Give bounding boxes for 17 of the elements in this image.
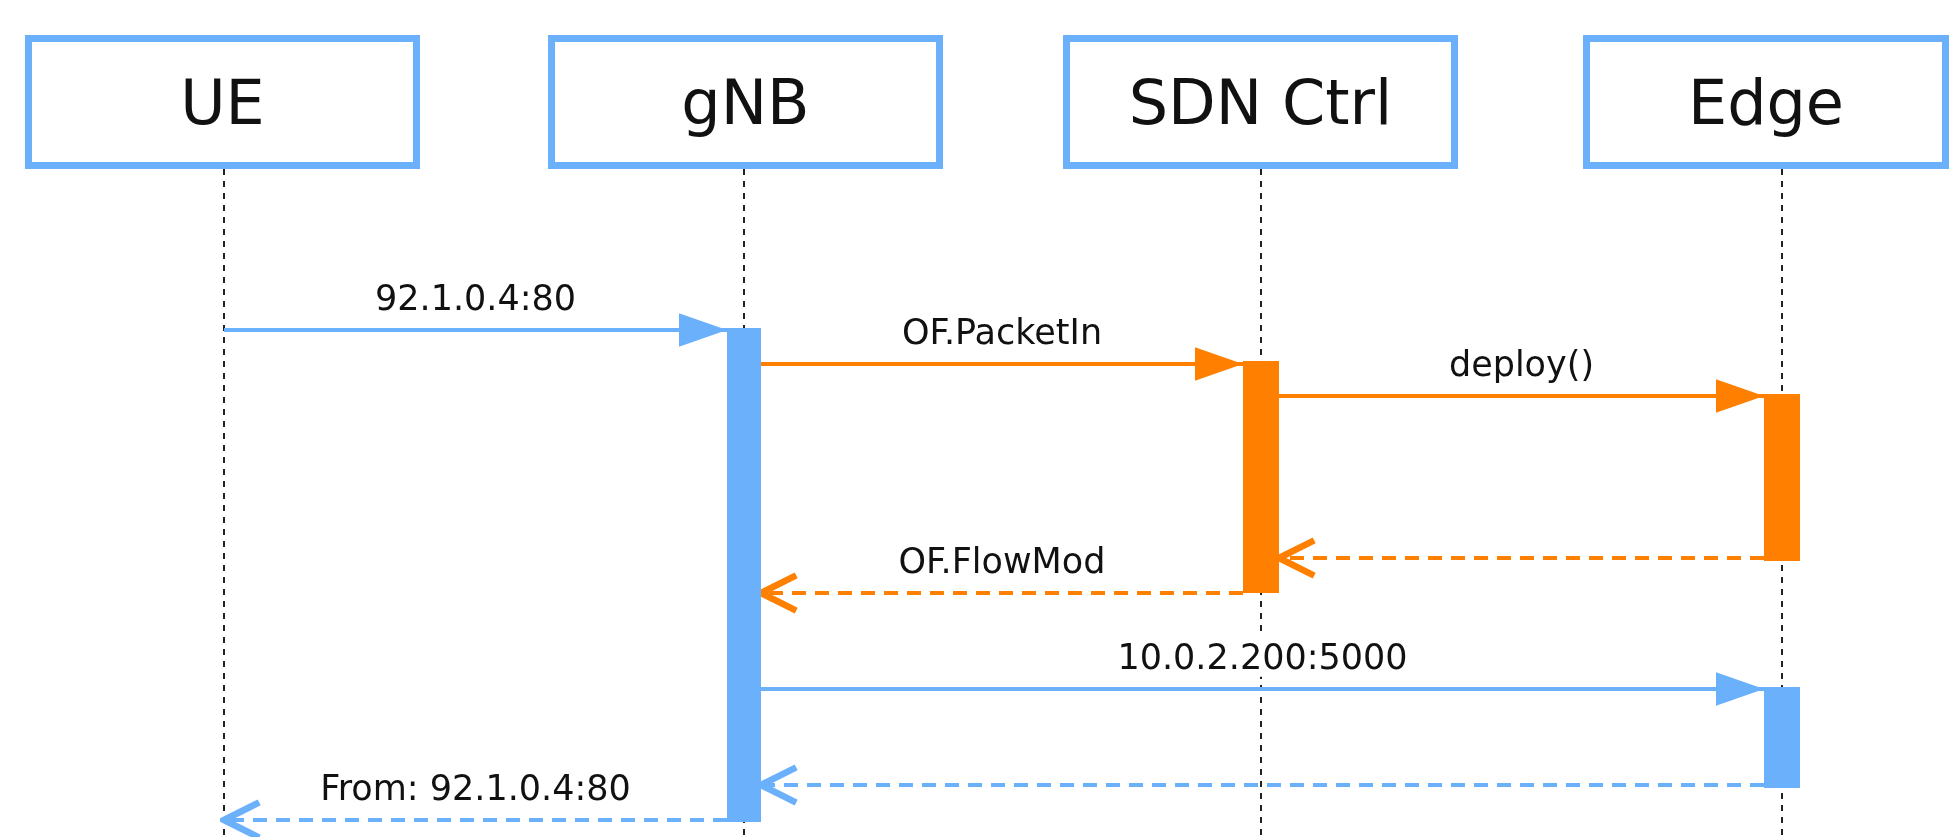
participant-name: Edge — [1688, 65, 1844, 139]
participant-name: gNB — [681, 65, 810, 139]
participant-name: SDN Ctrl — [1128, 65, 1393, 139]
participant-box — [25, 35, 420, 169]
activation-bar — [1243, 361, 1279, 593]
participant-box — [1583, 35, 1949, 169]
participant-name: UE — [180, 65, 265, 139]
activation-bar — [1764, 394, 1800, 561]
activation-bar — [727, 328, 761, 822]
participant-box — [1063, 35, 1458, 169]
message-arrow — [1279, 379, 1764, 413]
message-arrow — [761, 672, 1764, 706]
message-arrow — [224, 313, 727, 347]
message-arrow — [761, 347, 1243, 381]
activation-bar — [1764, 687, 1800, 788]
participant-box — [548, 35, 943, 169]
message-arrow — [220, 799, 727, 837]
